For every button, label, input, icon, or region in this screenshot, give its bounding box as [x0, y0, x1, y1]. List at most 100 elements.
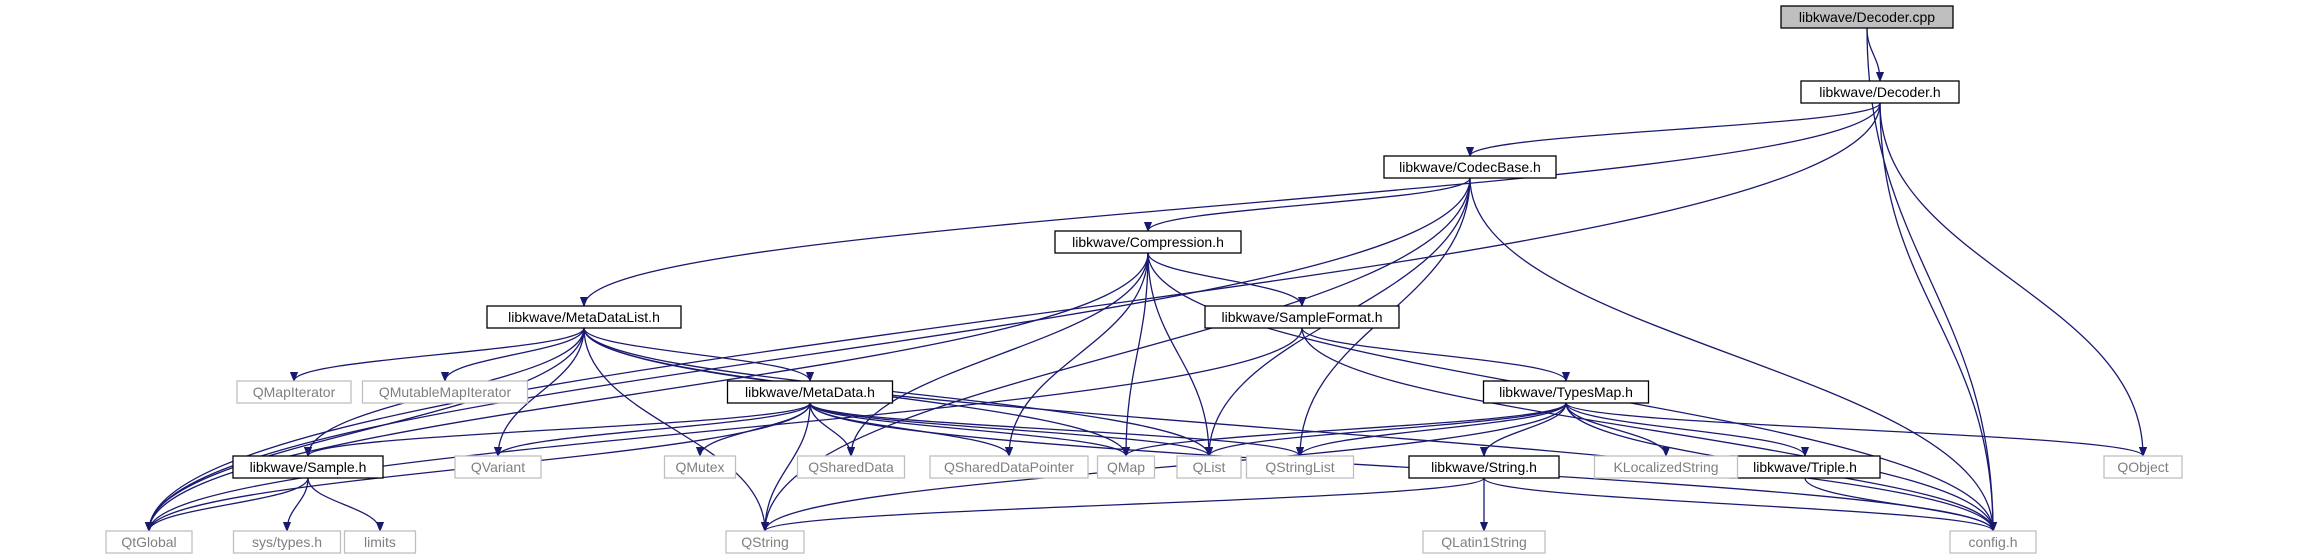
edge-typesmap_h-to-string_h — [1484, 402, 1567, 457]
edge-typesmap_h-to-qobject — [1565, 402, 2143, 457]
node-box-qmapiterator — [236, 380, 352, 404]
node-box-qobject — [2103, 455, 2183, 479]
node-sample_h[interactable]: libkwave/Sample.h — [232, 455, 384, 479]
node-box-compression_h — [1054, 230, 1242, 254]
node-box-systypes_h — [232, 530, 342, 554]
edge-typesmap_h-to-qmap — [1126, 402, 1567, 457]
node-box-decoder_cpp — [1780, 5, 1954, 29]
edge-compression_h-to-qlist — [1147, 252, 1209, 456]
node-label-qtglobal: QtGlobal — [121, 534, 176, 550]
node-qobject: QObject — [2103, 455, 2183, 479]
node-label-qstring: QString — [741, 534, 788, 550]
node-box-qshareddata — [796, 455, 906, 479]
node-qtglobal: QtGlobal — [105, 530, 193, 554]
node-qshareddata: QSharedData — [796, 455, 906, 479]
edge-sample_h-to-systypes_h — [287, 477, 309, 531]
node-label-codecbase_h: libkwave/CodecBase.h — [1399, 159, 1541, 175]
node-label-systypes_h: sys/types.h — [252, 534, 322, 550]
node-label-qlatin1string: QLatin1String — [1441, 534, 1527, 550]
node-decoder_cpp[interactable]: libkwave/Decoder.cpp — [1780, 5, 1954, 29]
node-decoder_h[interactable]: libkwave/Decoder.h — [1800, 80, 1960, 104]
node-label-qobject: QObject — [2117, 459, 2168, 475]
node-label-metadata_h: libkwave/MetaData.h — [745, 384, 875, 400]
edge-decoder_h-to-config_h — [1879, 102, 1993, 531]
node-qlatin1string: QLatin1String — [1422, 530, 1546, 554]
edge-metadatalist_h-to-metadata_h — [583, 327, 810, 382]
node-label-config_h: config.h — [1968, 534, 2017, 550]
node-label-qlist: QList — [1193, 459, 1226, 475]
node-label-sampleformat_h: libkwave/SampleFormat.h — [1221, 309, 1382, 325]
edge-metadatalist_h-to-qtglobal — [149, 327, 585, 531]
node-box-qstringlist — [1245, 455, 1355, 479]
edge-layer — [149, 27, 2143, 532]
node-label-string_h: libkwave/String.h — [1431, 459, 1537, 475]
node-qmutablemapiterator: QMutableMapIterator — [361, 380, 529, 404]
node-box-qlist — [1176, 455, 1242, 479]
node-codecbase_h[interactable]: libkwave/CodecBase.h — [1383, 155, 1557, 179]
node-box-config_h — [1949, 530, 2037, 554]
node-qshareddatapointer: QSharedDataPointer — [929, 455, 1089, 479]
node-qvariant: QVariant — [454, 455, 542, 479]
edge-typesmap_h-to-triple_h — [1565, 402, 1805, 457]
edge-sample_h-to-qtglobal — [149, 477, 309, 532]
node-qstring: QString — [725, 530, 805, 554]
node-label-decoder_h: libkwave/Decoder.h — [1819, 84, 1940, 100]
edge-sampleformat_h-to-config_h — [1301, 327, 1993, 531]
node-box-limits — [343, 530, 417, 554]
edge-compression_h-to-qmap — [1126, 252, 1149, 456]
edge-metadata_h-to-sample_h — [308, 402, 811, 457]
edge-typesmap_h-to-qstringlist — [1300, 402, 1567, 457]
edge-typesmap_h-to-qlist — [1209, 402, 1567, 457]
node-box-decoder_h — [1800, 80, 1960, 104]
node-label-sample_h: libkwave/Sample.h — [250, 459, 367, 475]
node-box-sample_h — [232, 455, 384, 479]
edge-metadata_h-to-qmutex — [700, 402, 811, 457]
edge-metadatalist_h-to-qmapiterator — [294, 327, 585, 382]
node-box-qmutablemapiterator — [361, 380, 529, 404]
node-box-qshareddatapointer — [929, 455, 1089, 479]
node-box-typesmap_h — [1482, 380, 1650, 404]
node-metadatalist_h[interactable]: libkwave/MetaDataList.h — [486, 305, 682, 329]
node-label-qmapiterator: QMapIterator — [253, 384, 336, 400]
node-klocalizedstring: KLocalizedString — [1593, 455, 1739, 479]
node-compression_h[interactable]: libkwave/Compression.h — [1054, 230, 1242, 254]
edge-string_h-to-config_h — [1483, 477, 1993, 532]
node-label-qmap: QMap — [1107, 459, 1145, 475]
edge-sample_h-to-limits — [307, 477, 380, 532]
node-qmutex: QMutex — [663, 455, 737, 479]
edge-compression_h-to-sampleformat_h — [1147, 252, 1302, 307]
node-box-qvariant — [454, 455, 542, 479]
edge-metadata_h-to-qlist — [809, 402, 1209, 457]
node-sampleformat_h[interactable]: libkwave/SampleFormat.h — [1204, 305, 1400, 329]
node-qlist: QList — [1176, 455, 1242, 479]
node-label-qvariant: QVariant — [471, 459, 525, 475]
node-label-qmutablemapiterator: QMutableMapIterator — [379, 384, 512, 400]
edge-metadatalist_h-to-qstring — [583, 327, 765, 531]
edge-codecbase_h-to-qtglobal — [149, 177, 1471, 531]
node-box-qmutex — [663, 455, 737, 479]
edge-metadata_h-to-qvariant — [498, 402, 811, 457]
node-box-klocalizedstring — [1593, 455, 1739, 479]
node-box-qlatin1string — [1422, 530, 1546, 554]
node-box-string_h — [1408, 455, 1560, 479]
node-label-qshareddata: QSharedData — [808, 459, 894, 475]
node-box-codecbase_h — [1383, 155, 1557, 179]
node-label-triple_h: libkwave/Triple.h — [1753, 459, 1857, 475]
node-label-decoder_cpp: libkwave/Decoder.cpp — [1799, 9, 1935, 25]
node-systypes_h: sys/types.h — [232, 530, 342, 554]
node-typesmap_h[interactable]: libkwave/TypesMap.h — [1482, 380, 1650, 404]
node-label-klocalizedstring: KLocalizedString — [1613, 459, 1718, 475]
edge-string_h-to-qstring — [765, 477, 1485, 532]
node-label-qstringlist: QStringList — [1265, 459, 1334, 475]
node-triple_h[interactable]: libkwave/Triple.h — [1729, 455, 1881, 479]
node-box-sampleformat_h — [1204, 305, 1400, 329]
node-box-qstring — [725, 530, 805, 554]
node-label-limits: limits — [364, 534, 396, 550]
node-label-qmutex: QMutex — [675, 459, 724, 475]
node-metadata_h[interactable]: libkwave/MetaData.h — [726, 380, 894, 404]
node-string_h[interactable]: libkwave/String.h — [1408, 455, 1560, 479]
node-label-qshareddatapointer: QSharedDataPointer — [944, 459, 1074, 475]
edge-typesmap_h-to-qstring — [765, 402, 1567, 532]
edge-triple_h-to-config_h — [1804, 477, 1993, 532]
